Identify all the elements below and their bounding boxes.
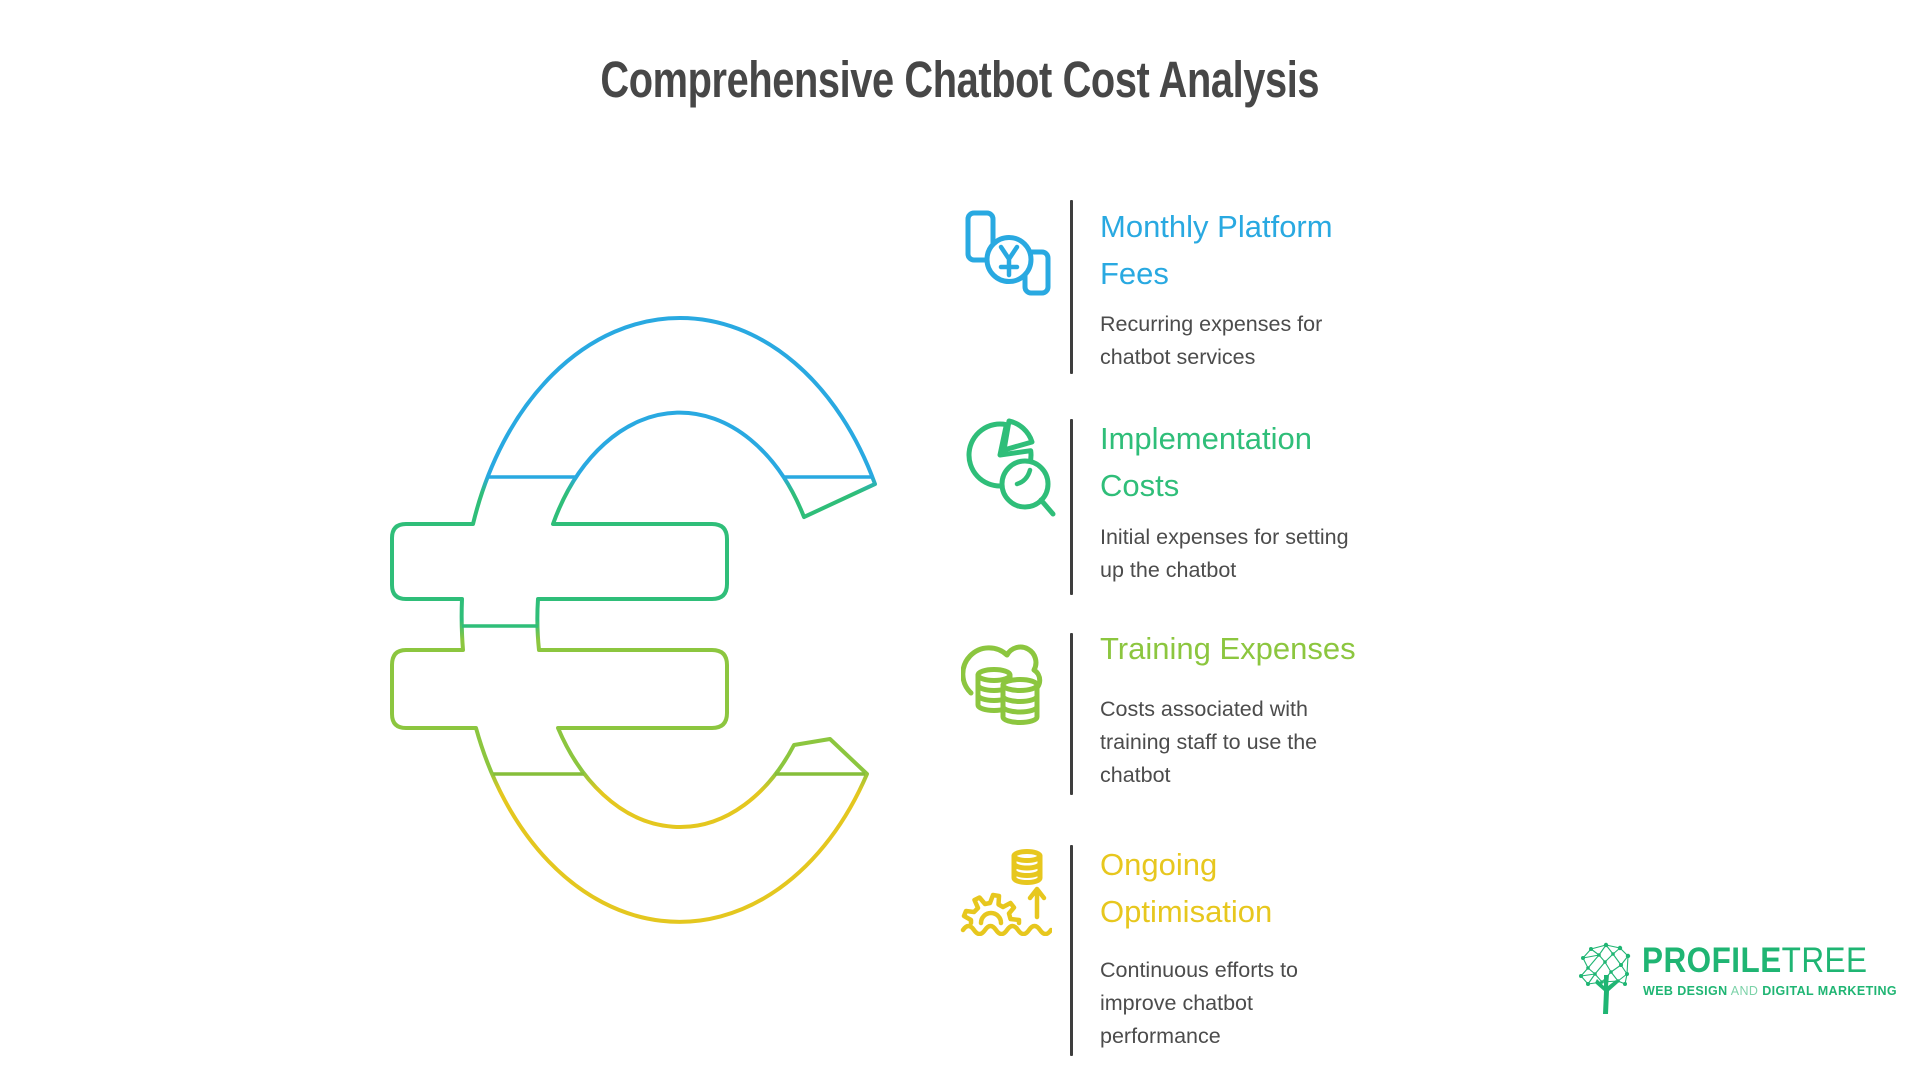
gear-coins-arrow-icon bbox=[960, 849, 1052, 936]
section-divider-line bbox=[1070, 419, 1073, 595]
section-divider-line bbox=[1070, 633, 1073, 795]
page-title: Comprehensive Chatbot Cost Analysis bbox=[600, 51, 1320, 108]
cloud-database-icon bbox=[961, 644, 1043, 725]
brand-bold-text: PROFILE bbox=[1642, 941, 1782, 980]
profiletree-tree-icon bbox=[1579, 942, 1631, 1014]
euro-outline-path bbox=[390, 315, 877, 924]
section-heading-training-expenses: Training Expenses bbox=[1100, 631, 1356, 666]
section-heading-implementation-costs: Implementation Costs bbox=[1100, 421, 1312, 503]
euro-segment-divider-lines bbox=[462, 475, 872, 776]
tagline-lead: WEB DESIGN bbox=[1643, 984, 1728, 998]
profiletree-wordmark: PROFILETREE bbox=[1642, 941, 1867, 981]
section-description-implementation-costs: Initial expenses for setting up the chat… bbox=[1100, 525, 1349, 582]
section-description-training-expenses: Costs associated with training staff to … bbox=[1100, 697, 1318, 787]
currency-documents-icon bbox=[965, 210, 1051, 296]
tagline-tail: DIGITAL MARKETING bbox=[1762, 984, 1898, 998]
section-heading-monthly-platform-fees: Monthly Platform Fees bbox=[1100, 209, 1333, 291]
pie-chart-magnifier-icon bbox=[966, 418, 1056, 517]
section-divider-line bbox=[1070, 200, 1073, 374]
section-divider-line bbox=[1070, 845, 1073, 1056]
profiletree-tagline: WEB DESIGN AND DIGITAL MARKETING bbox=[1643, 984, 1897, 998]
brand-light-text: TREE bbox=[1781, 941, 1868, 980]
euro-sign-outline bbox=[390, 315, 877, 924]
tagline-and: AND bbox=[1727, 984, 1763, 998]
section-description-monthly-platform-fees: Recurring expenses for chatbot services bbox=[1100, 312, 1323, 369]
section-heading-ongoing-optimisation: Ongoing Optimisation bbox=[1100, 847, 1273, 929]
section-description-ongoing-optimisation: Continuous efforts to improve chatbot pe… bbox=[1100, 958, 1299, 1048]
